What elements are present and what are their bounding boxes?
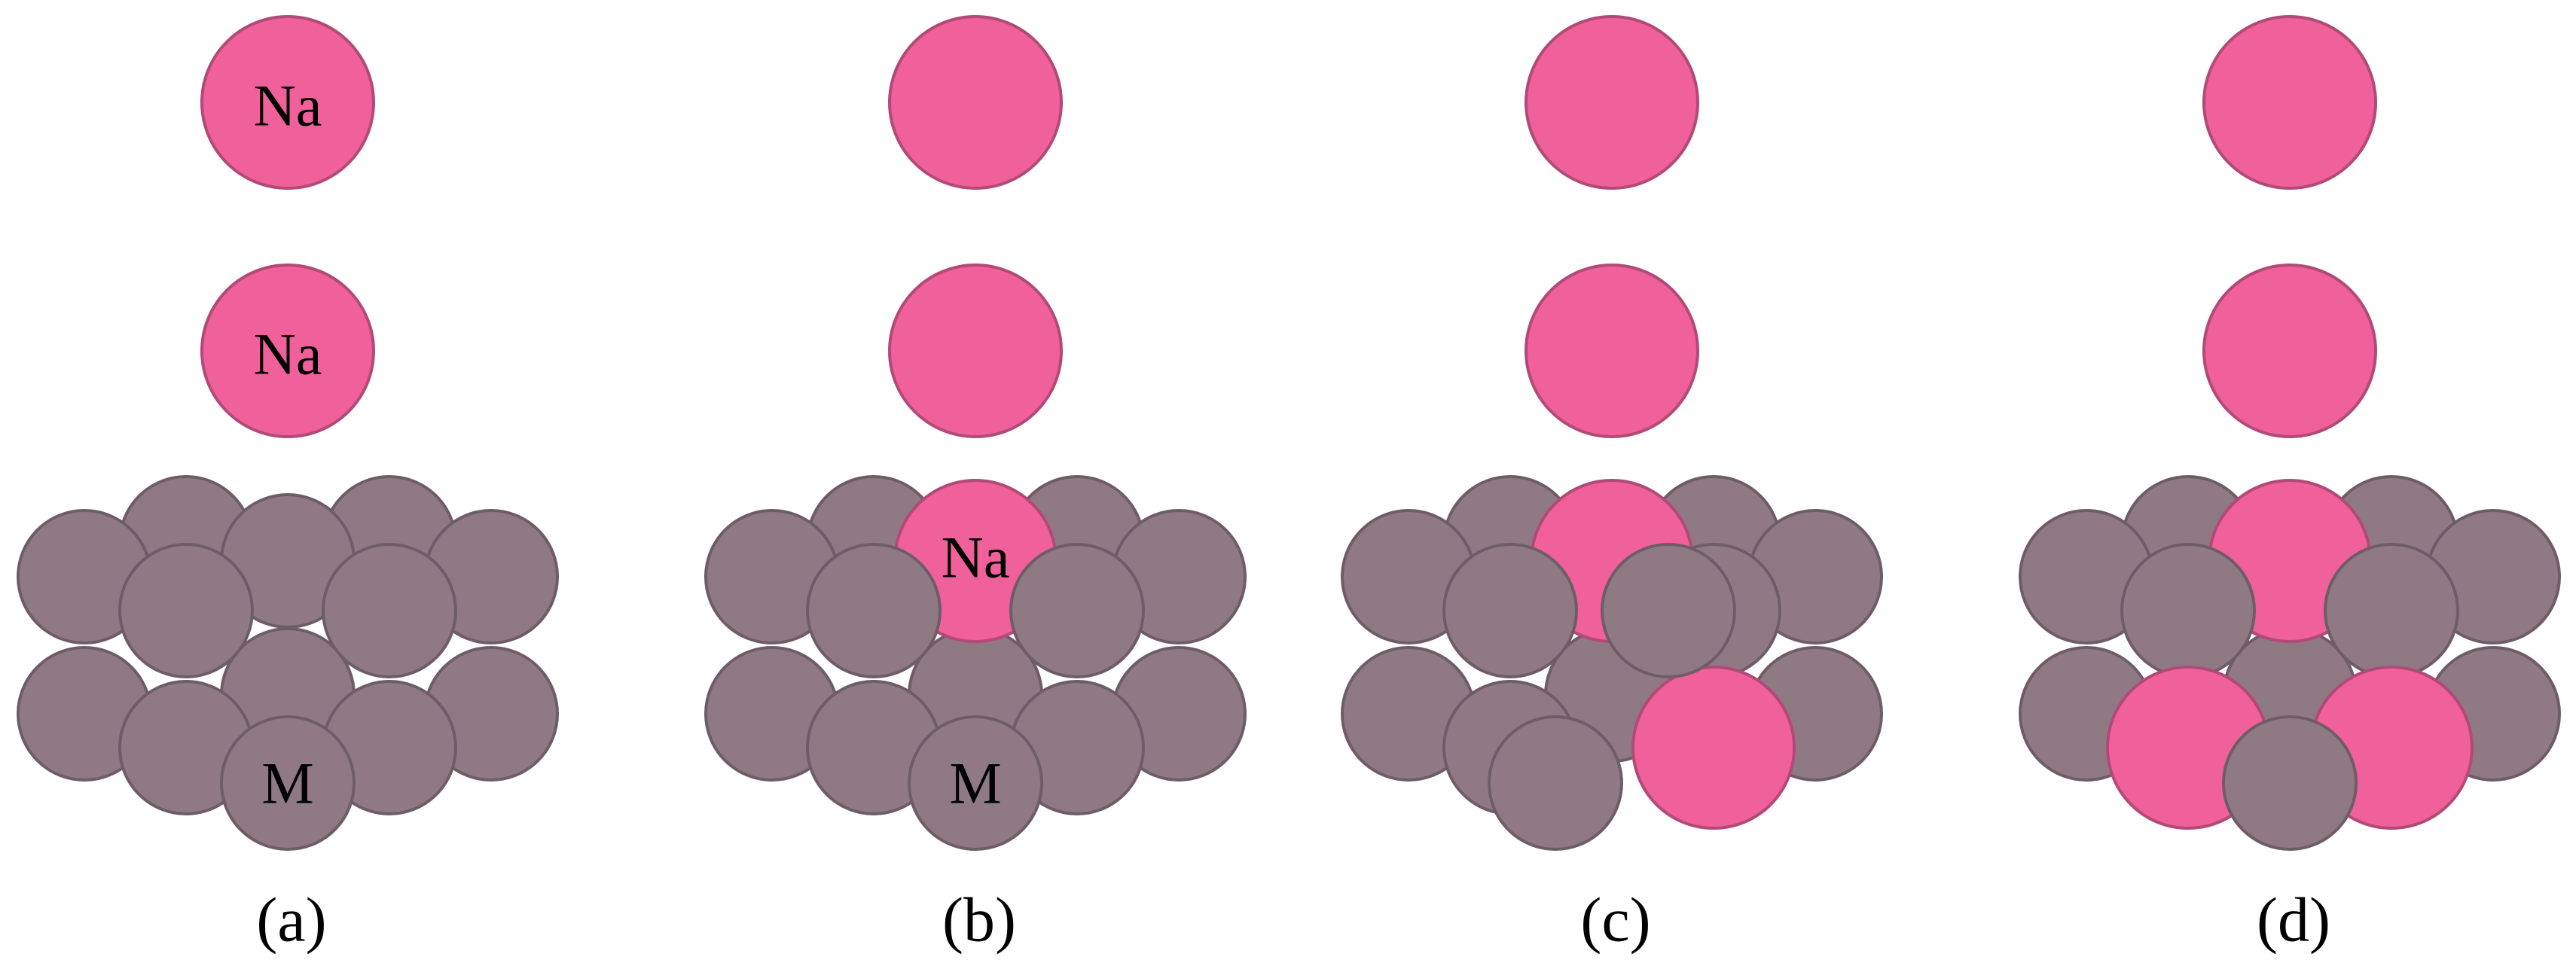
sodium-atom-top [200,15,375,190]
substrate-atom [908,715,1043,851]
substrate-atom [1009,543,1145,678]
substrate-atom [2324,543,2459,678]
panel-caption: (d) [2257,885,2330,955]
panel-b: NaM (b) [704,15,1247,955]
metal-label: M [261,751,313,816]
substrate-atom [1601,543,1736,678]
substrate-atom [806,543,942,678]
substrate-atom [2222,715,2358,851]
sodium-label: Na [942,525,1010,590]
sodium-atom-middle [1525,264,1699,438]
sodium-atom-top [2202,15,2377,190]
panel-caption: (a) [256,885,326,955]
sodium-atom-top [1525,15,1699,190]
panel-caption: (b) [942,885,1016,955]
substrate-atom [322,543,457,678]
metal-label: M [949,751,1001,816]
substrate-atom [118,543,254,678]
sodium-atom-middle [200,264,375,438]
panel-caption: (c) [1580,885,1650,955]
substrate-atom [1442,543,1578,678]
sodium-atom-embedded [1631,666,1796,830]
panel-d: (d) [2019,15,2561,955]
sodium-atom-middle [888,264,1063,438]
panel-c: (c) [1341,15,1883,955]
substrate-atom [220,715,356,851]
substrate-atom [1488,715,1623,851]
sodium-atom-middle [2202,264,2377,438]
sodium-atom-top [888,15,1063,190]
substrate-atom [2120,543,2256,678]
sodium-label: Na [254,321,322,387]
sodium-label: Na [254,73,322,139]
